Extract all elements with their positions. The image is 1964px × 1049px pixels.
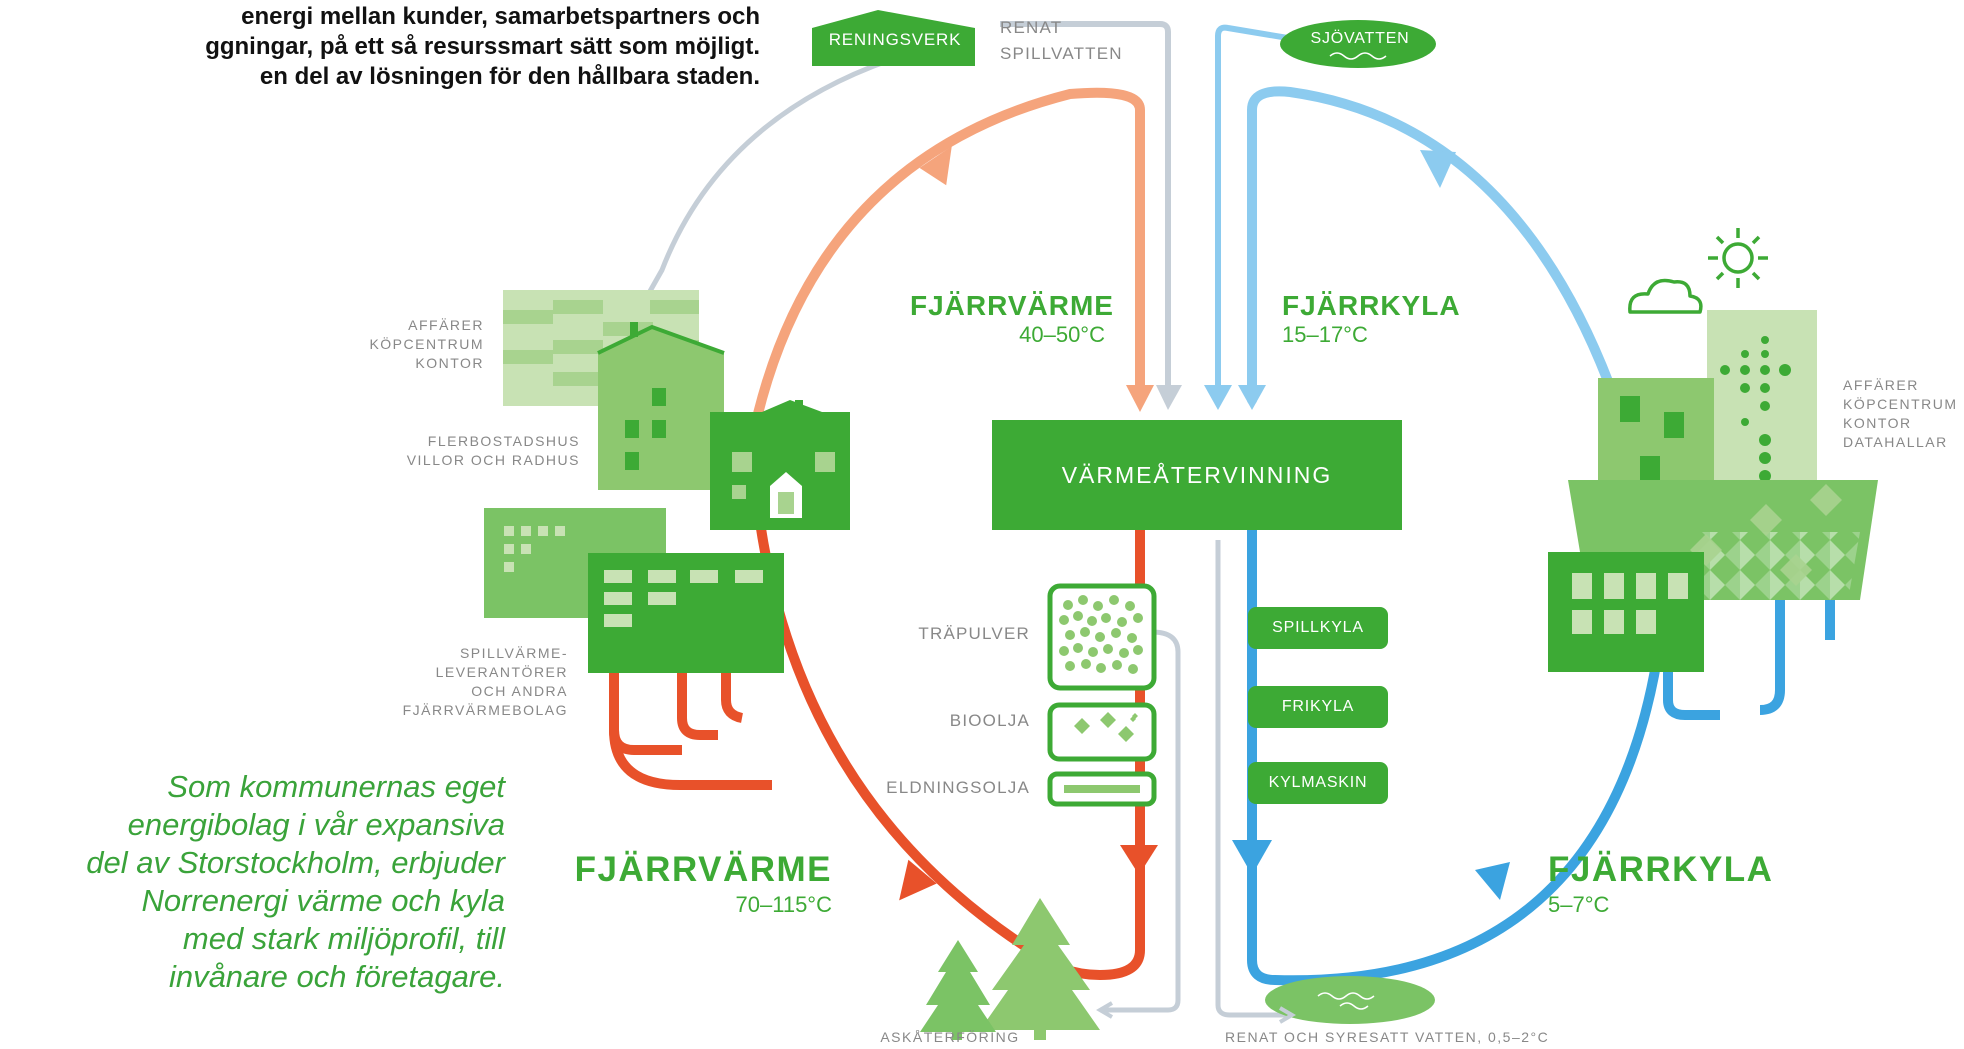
flerbostad-label: FLERBOSTADSHUS VILLOR OCH RADHUS [300, 432, 580, 470]
label-r-kontor: KONTOR [1843, 415, 1912, 431]
sjovatten-label: SJÖVATTEN [1310, 30, 1410, 47]
label-r-datahallar: DATAHALLAR [1843, 434, 1948, 450]
fjarrvarme-bottom-title: FJÄRRVÄRME [574, 850, 832, 889]
ash-arrowhead [1096, 1001, 1114, 1019]
renat-syresatt-label: RENAT OCH SYRESATT VATTEN, 0,5–2°C [1225, 1029, 1550, 1045]
reningsverk-badge [812, 10, 975, 66]
hot-branches [609, 668, 744, 755]
apartment-house [598, 327, 724, 490]
spillvatten-label: SPILLVATTEN [1000, 44, 1123, 63]
fjarrvarme-warm-arc [747, 87, 1145, 445]
reningsverk-label: RENINGSVERK [828, 30, 962, 49]
syresatt-arrowhead [1278, 1006, 1296, 1024]
sjovatten-waves [1329, 52, 1387, 60]
cool-down-arrow-right [1238, 385, 1266, 410]
cold-arrow [1475, 862, 1510, 900]
label-leverantorer: LEVERANTÖRER [435, 664, 568, 680]
bottom-lake [1265, 976, 1435, 1024]
gray-down-arrow [1156, 385, 1182, 410]
fjarrkyla-cold-arc [1247, 530, 1665, 986]
spillkyla-badge: SPILLKYLA [1248, 607, 1388, 649]
intro-line-2: ggningar, på ett så resurssmart sätt som… [205, 33, 760, 60]
office-front [1548, 552, 1704, 672]
quote-line-5: med stark miljöprofil, till [182, 921, 505, 956]
frikyla-badge: FRIKYLA [1248, 686, 1388, 728]
label-r-kopcentrum: KÖPCENTRUM [1843, 396, 1958, 412]
warm-arrow [919, 146, 952, 186]
intro-line-3: en del av lösningen för den hållbara sta… [259, 63, 760, 90]
label-spillvarme: SPILLVÄRME- [459, 645, 568, 661]
label-och-andra: OCH ANDRA [471, 683, 568, 699]
label-kontor: KONTOR [415, 355, 484, 371]
sun-icon [1708, 228, 1768, 288]
renat-spillvatten-return-line [1000, 21, 1171, 402]
bioolja-icon [1047, 702, 1157, 762]
cool-down-arrow-left [1204, 385, 1232, 410]
label-affarer: AFFÄRER [408, 317, 484, 333]
affarer-left-label: AFFÄRER KÖPCENTRUM KONTOR [300, 316, 484, 373]
quote-line-3: del av Storstockholm, erbjuder [86, 845, 505, 880]
quote-line-2: energibolag i vår expansiva [127, 807, 505, 842]
cloud-icon [1628, 278, 1703, 314]
sjovatten-lake [1280, 20, 1436, 68]
bottom-lake-waves [1317, 992, 1375, 1010]
tree-small [920, 940, 996, 1032]
spillvarme-label: SPILLVÄRME- LEVERANTÖRER OCH ANDRA FJÄRR… [300, 644, 568, 720]
trees [920, 898, 1100, 1040]
tree-large [980, 898, 1100, 1030]
fjarrvarme-bottom-temp: 70–115°C [735, 892, 832, 917]
fjarrvarme-center-temp: 40–50°C [1019, 322, 1105, 347]
syresatt-water-line [1215, 540, 1290, 1018]
right-buildings [1548, 228, 1878, 672]
hot-branch-curve [609, 729, 772, 790]
affarer-right-label: AFFÄRER KÖPCENTRUM KONTOR DATAHALLAR [1843, 376, 1958, 452]
reningsverk-line [625, 57, 891, 332]
quote-text: Som kommunernas eget energibolag i vår e… [0, 768, 505, 996]
label-r-affarer: AFFÄRER [1843, 377, 1919, 393]
fjarrvarme-center-title: FJÄRRVÄRME [910, 290, 1114, 321]
hot-arrow [899, 859, 937, 901]
fjarrkyla-bottom-title: FJÄRRKYLA [1548, 850, 1774, 889]
askaterforing-label: ASKÅTERFÖRING [880, 1029, 1020, 1045]
trapulver-label: TRÄPULVER [918, 624, 1030, 643]
cold-branches [1663, 600, 1835, 720]
label-flerbostadshus: FLERBOSTADSHUS [427, 433, 580, 449]
fjarrkyla-center-temp: 15–17°C [1282, 322, 1368, 347]
fjarrkyla-center-title: FJÄRRKYLA [1282, 290, 1461, 321]
warm-down-arrow [1126, 385, 1154, 412]
label-fjarrvarmebolag: FJÄRRVÄRMEBOLAG [402, 702, 568, 718]
intro-text: energi mellan kunder, samarbetspartners … [0, 2, 760, 92]
quote-line-6: invånare och företagare. [168, 959, 505, 994]
eldningsolja-label: ELDNINGSOLJA [886, 778, 1030, 797]
fuel-icons [1047, 583, 1157, 807]
intro-line-1: energi mellan kunder, samarbetspartners … [241, 3, 760, 30]
quote-line-4: Norrenergi värme och kyla [141, 883, 505, 918]
cold-down-arrow [1232, 840, 1272, 875]
label-villor: VILLOR OCH RADHUS [406, 452, 580, 468]
quote-line-1: Som kommunernas eget [167, 769, 505, 804]
bioolja-label: BIOOLJA [949, 711, 1030, 730]
cool-arrow [1420, 150, 1456, 188]
kylmaskin-badge: KYLMASKIN [1248, 762, 1388, 804]
hot-down-arrow [1120, 845, 1158, 875]
fjarrkyla-bottom-temp: 5–7°C [1548, 892, 1610, 917]
fjarrkyla-cool-arc [1247, 86, 1655, 525]
ash-return-line [1100, 629, 1181, 1013]
left-buildings [484, 290, 850, 673]
label-kopcentrum: KÖPCENTRUM [369, 336, 484, 352]
varmeatervinning-box: VÄRMEÅTERVINNING [992, 420, 1402, 530]
sjovatten-line [1215, 24, 1301, 402]
renat-label: RENAT [1000, 18, 1063, 37]
